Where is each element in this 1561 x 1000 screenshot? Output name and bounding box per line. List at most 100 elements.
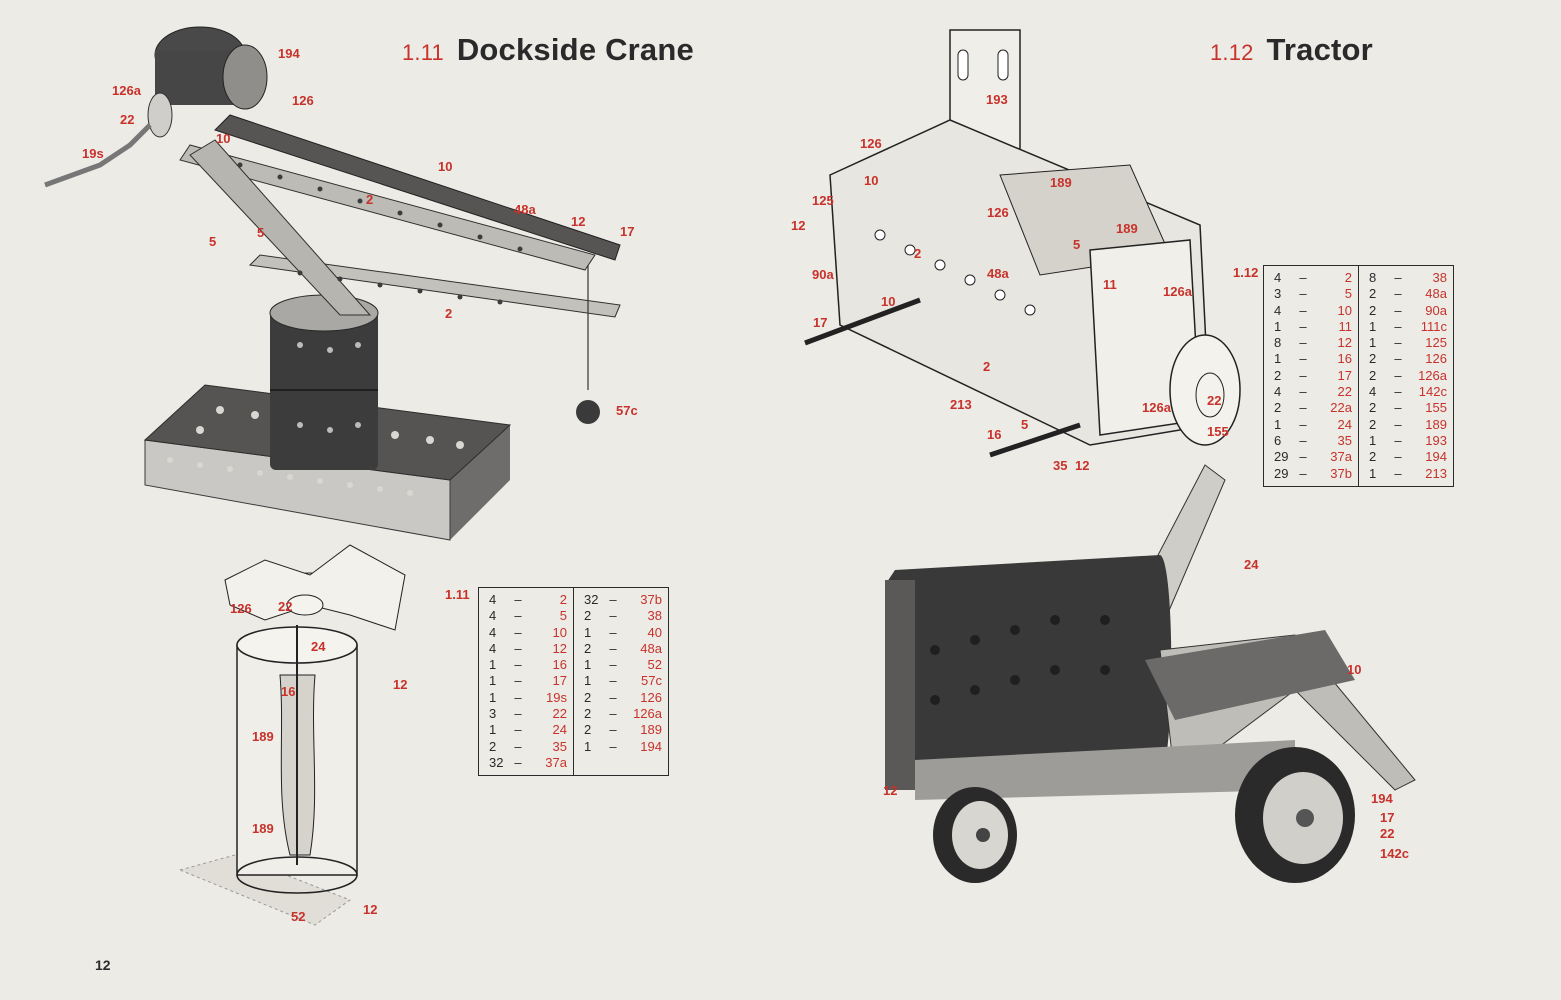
parts-number: 2 — [559, 592, 567, 607]
page-number: 12 — [95, 957, 111, 973]
parts-row: 1–11 — [1274, 319, 1352, 335]
crane-callout: 2 — [445, 306, 453, 321]
parts-dash: – — [514, 608, 522, 624]
parts-row: 4–2 — [1274, 270, 1352, 286]
crane-callout: 12 — [571, 214, 586, 229]
parts-row: 3–5 — [1274, 286, 1352, 302]
parts-number: 11 — [1338, 318, 1353, 334]
photo-callout: 194 — [1371, 791, 1393, 806]
parts-quantity: 2 — [584, 722, 592, 738]
crane-model-number: 1.11 — [402, 40, 444, 65]
crane-callout: 126 — [292, 93, 314, 108]
parts-dash: – — [514, 689, 522, 705]
parts-number: 90a — [1425, 302, 1447, 318]
detail-callout: 22 — [278, 599, 293, 614]
parts-dash: – — [1394, 449, 1402, 465]
parts-quantity: 1 — [489, 689, 497, 705]
detail-callout: 189 — [252, 821, 274, 836]
parts-number: 5 — [559, 608, 567, 624]
tractor-callout: 189 — [1116, 221, 1138, 236]
detail-callout: 12 — [393, 677, 408, 692]
parts-number: 126 — [640, 689, 662, 705]
parts-dash: – — [1394, 286, 1402, 302]
parts-row: 1–111c — [1369, 319, 1447, 335]
parts-quantity: 2 — [1369, 351, 1377, 367]
tractor-callout: 11 — [1103, 277, 1117, 292]
parts-quantity: 4 — [489, 624, 497, 640]
parts-quantity: 2 — [584, 640, 592, 656]
parts-row: 8–12 — [1274, 335, 1352, 351]
parts-number: 24 — [1337, 416, 1352, 432]
parts-number: 38 — [1432, 270, 1447, 285]
tractor-callout: 16 — [987, 427, 1002, 442]
parts-quantity: 1 — [1369, 335, 1377, 351]
photo-callout: 12 — [883, 783, 898, 798]
parts-dash: – — [1394, 432, 1402, 448]
parts-row: 2–189 — [584, 722, 662, 738]
detail-callout: 52 — [291, 909, 306, 924]
parts-quantity: 1 — [1369, 465, 1377, 481]
parts-quantity: 2 — [1274, 367, 1282, 383]
parts-dash: – — [514, 640, 522, 656]
parts-quantity: 1 — [1369, 318, 1377, 334]
parts-dash: – — [514, 738, 522, 754]
detail-callout: 189 — [252, 729, 274, 744]
parts-number: 19s — [546, 689, 567, 705]
parts-quantity: 1 — [584, 657, 592, 673]
tractor-callout: 189 — [1050, 175, 1072, 190]
tractor-callout: 193 — [986, 92, 1008, 107]
parts-quantity: 2 — [1369, 286, 1377, 302]
parts-row: 2–194 — [1369, 449, 1447, 465]
parts-dash: – — [609, 689, 617, 705]
parts-quantity: 1 — [584, 738, 592, 754]
parts-row: 4–2 — [489, 592, 567, 608]
parts-row: 4–10 — [489, 625, 567, 641]
parts-row: 1 – 19s — [489, 690, 567, 706]
crane-column-diagram — [178, 544, 406, 926]
tractor-callout: 12 — [791, 218, 806, 233]
tractor-title: 1.12 Tractor — [1210, 32, 1373, 68]
parts-number: 40 — [647, 624, 662, 640]
parts-row: 1–52 — [584, 657, 662, 673]
parts-quantity: 2 — [584, 608, 592, 624]
parts-dash: – — [1299, 302, 1307, 318]
tractor-callout: 22 — [1207, 393, 1222, 408]
parts-dash: – — [1299, 367, 1307, 383]
parts-number: 213 — [1425, 465, 1447, 481]
parts-row: 4–142c — [1369, 384, 1447, 400]
parts-row: 2–17 — [1274, 368, 1352, 384]
parts-quantity: 4 — [489, 640, 497, 656]
parts-quantity: 1 — [489, 673, 497, 689]
parts-quantity: 2 — [1369, 449, 1377, 465]
parts-number: 52 — [647, 657, 662, 673]
crane-callout: 194 — [278, 46, 300, 61]
parts-quantity: 29 — [1274, 465, 1289, 481]
parts-quantity: 1 — [1369, 432, 1377, 448]
tractor-callout: 5 — [1021, 417, 1029, 432]
parts-dash: – — [514, 706, 522, 722]
parts-dash: – — [1299, 286, 1307, 302]
parts-dash: – — [514, 624, 522, 640]
parts-number: 22 — [552, 706, 567, 722]
parts-row: 2–189 — [1369, 417, 1447, 433]
parts-number: 155 — [1425, 400, 1447, 416]
parts-number: 57c — [641, 673, 662, 689]
parts-quantity: 1 — [1274, 416, 1282, 432]
parts-row: 2–48a — [584, 641, 662, 657]
parts-row: 1–125 — [1369, 335, 1447, 351]
parts-quantity: 29 — [1274, 449, 1289, 465]
parts-quantity: 1 — [1274, 318, 1282, 334]
parts-dash: – — [1299, 432, 1307, 448]
parts-number: 10 — [1337, 302, 1352, 318]
crane-callout: 126a — [112, 83, 141, 98]
parts-number: 37b — [640, 592, 662, 607]
crane-callout: 17 — [620, 224, 635, 239]
tractor-callout: 2 — [983, 359, 991, 374]
parts-dash: – — [1394, 318, 1402, 334]
parts-number: 5 — [1344, 286, 1352, 302]
parts-dash: – — [609, 706, 617, 722]
